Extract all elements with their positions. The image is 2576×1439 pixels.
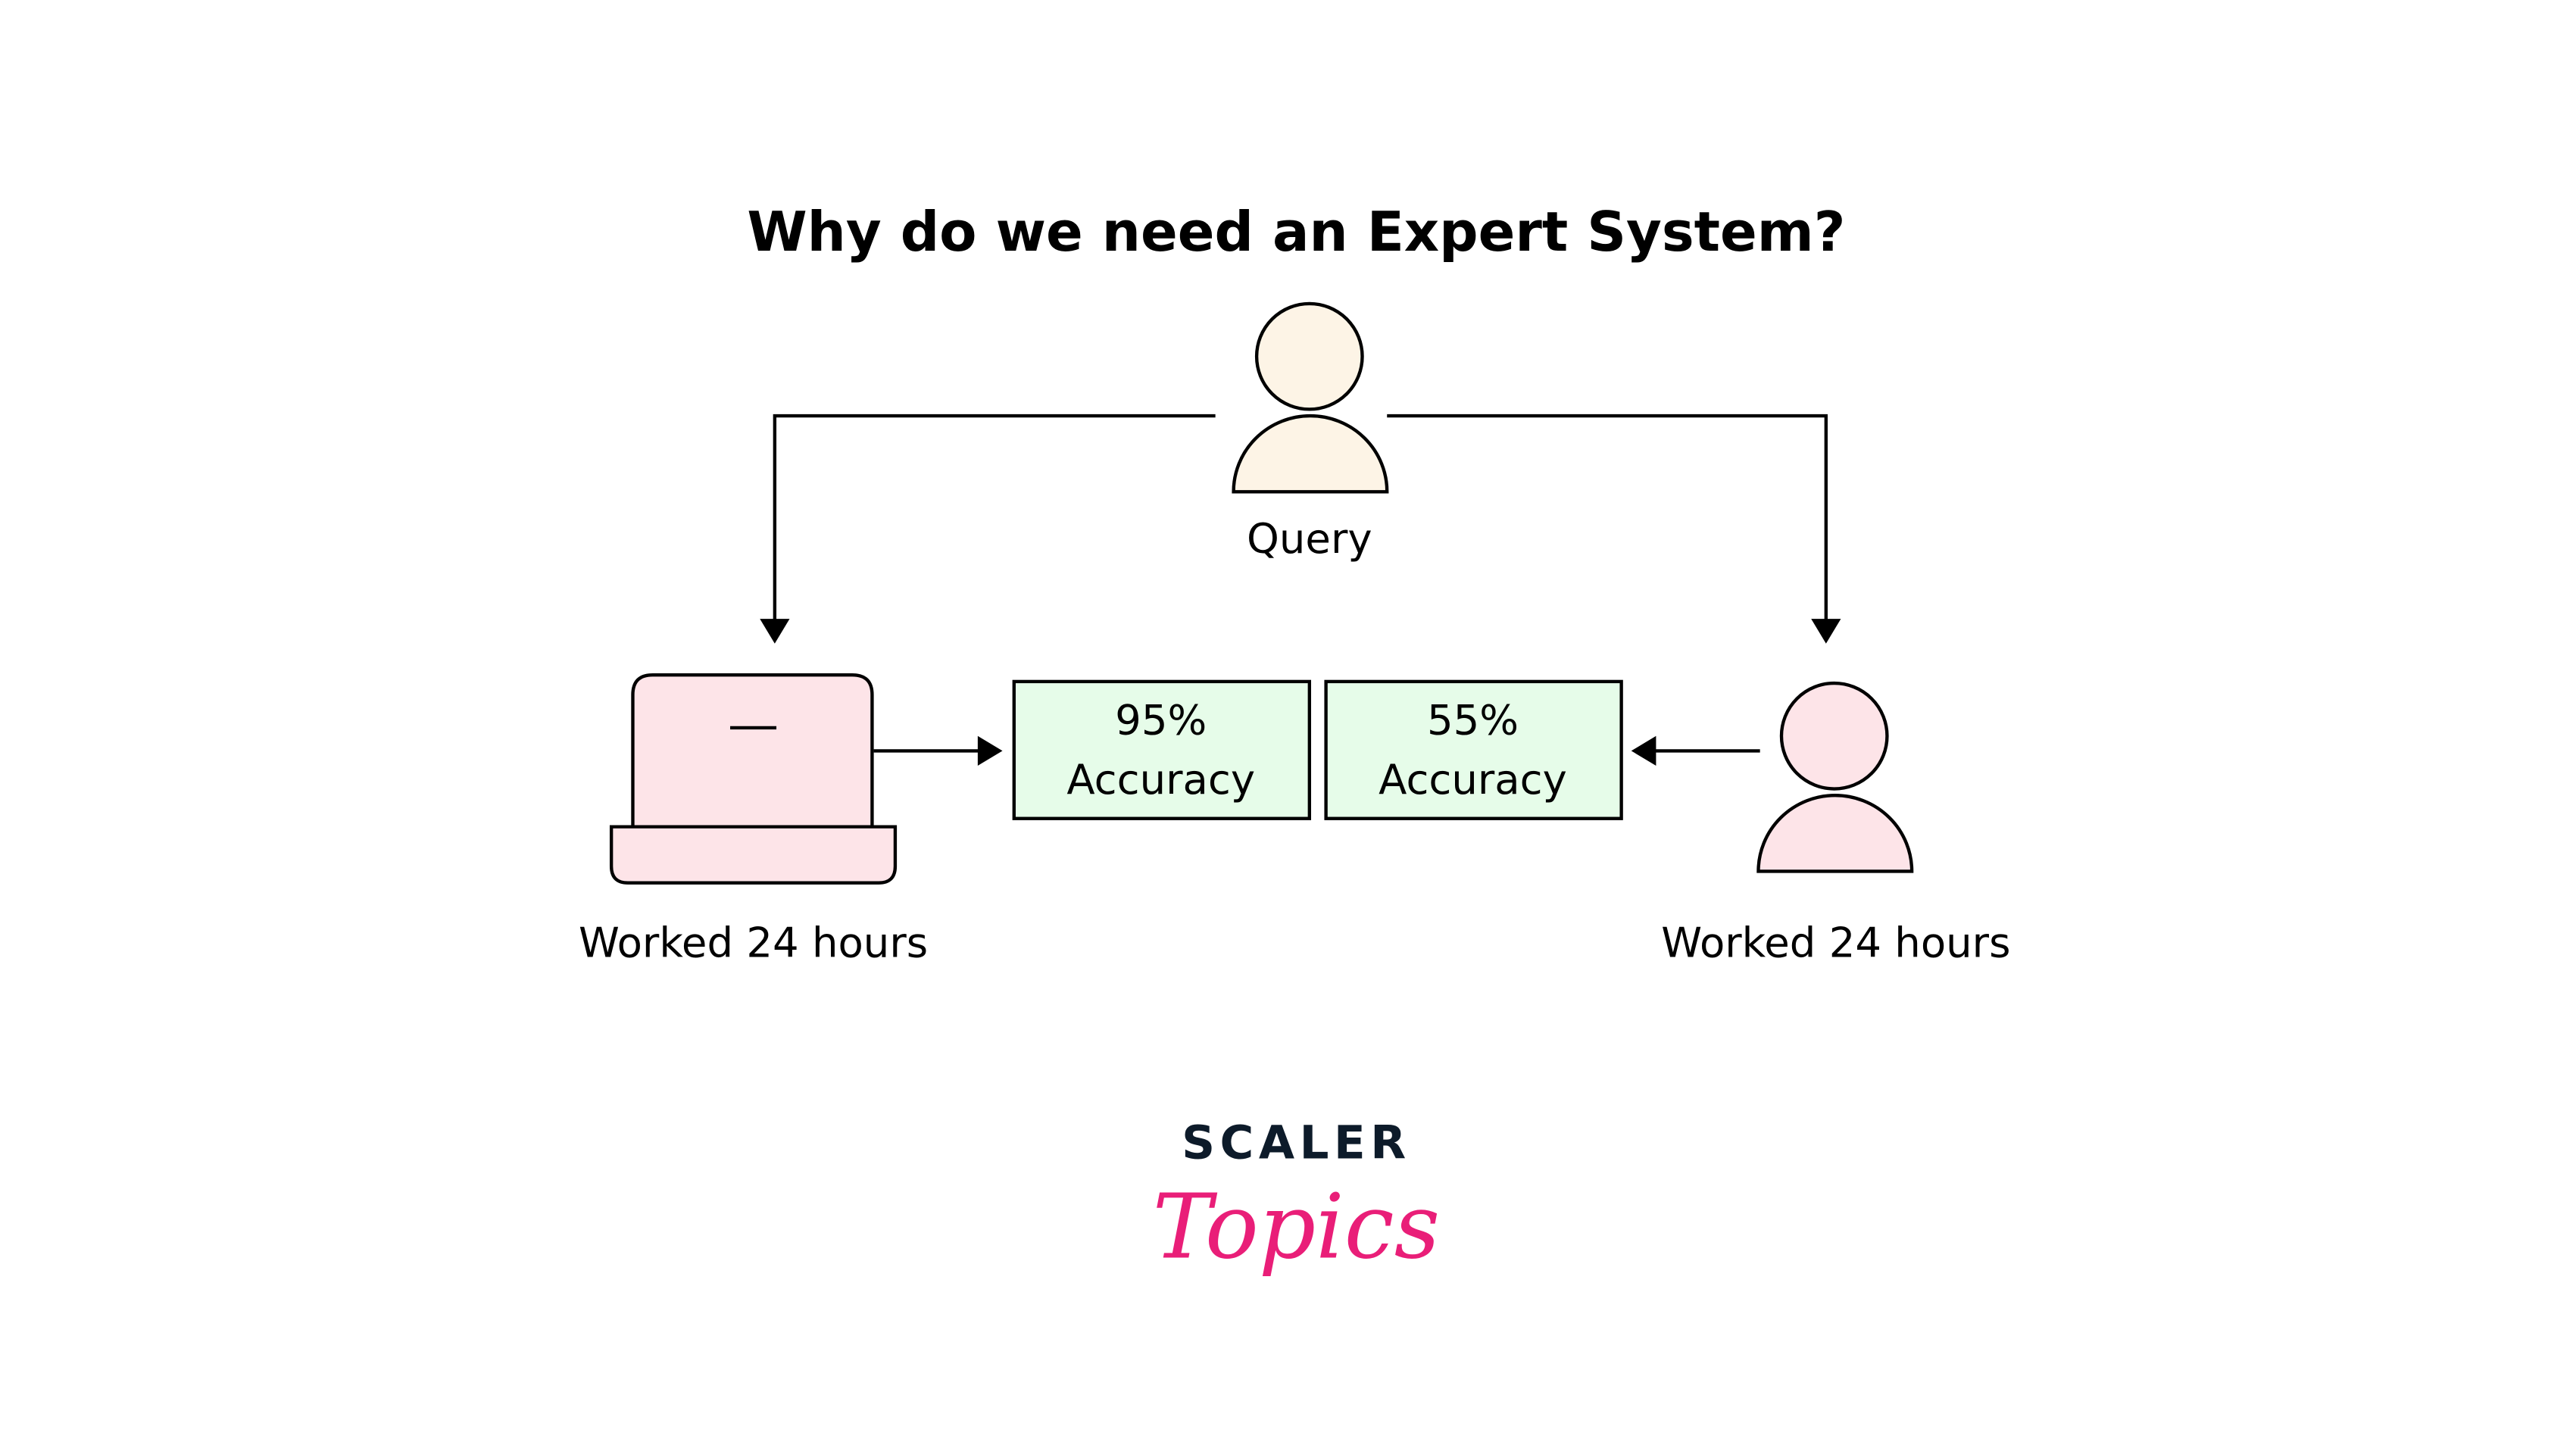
machine-accuracy-percent: 95%	[1115, 696, 1207, 744]
laptop-icon	[609, 673, 898, 885]
machine-accuracy-label: Accuracy	[1066, 755, 1255, 804]
query-to-human-arrow	[1387, 414, 1841, 644]
logo-scaler: SCALER	[1182, 1116, 1411, 1170]
scaler-topics-logo: SCALER Topics	[1153, 1116, 1440, 1279]
machine-accuracy-box: 95% Accuracy	[1012, 679, 1312, 820]
query-to-machine-arrow	[760, 414, 1216, 644]
machine-to-accuracy-arrow	[873, 735, 1003, 766]
human-accuracy-percent: 55%	[1427, 696, 1519, 744]
human-to-accuracy-arrow	[1631, 735, 1760, 766]
query-label: Query	[1247, 514, 1372, 563]
human-accuracy-box: 55% Accuracy	[1324, 679, 1623, 820]
human-accuracy-label: Accuracy	[1379, 755, 1567, 804]
machine-label: Worked 24 hours	[579, 919, 928, 967]
logo-topics: Topics	[1153, 1175, 1440, 1278]
human-label: Worked 24 hours	[1661, 919, 2010, 967]
diagram-title: Why do we need an Expert System?	[747, 200, 1845, 264]
query-person-icon	[1232, 301, 1389, 494]
human-person-icon	[1756, 681, 1914, 873]
